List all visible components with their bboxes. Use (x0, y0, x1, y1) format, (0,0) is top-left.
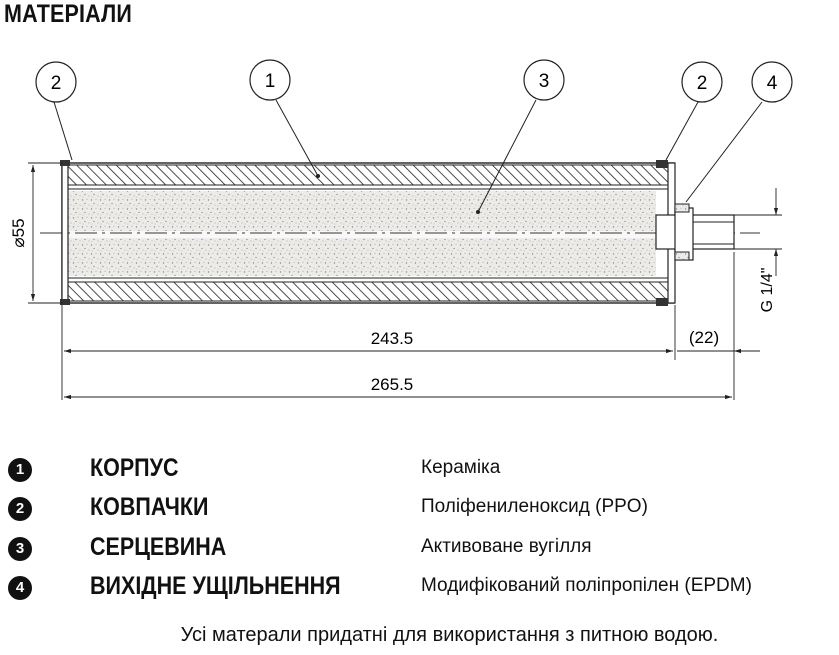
dim-outlet-label: (22) (689, 328, 719, 347)
legend-part-name: СЕРЦЕВИНА (90, 533, 227, 561)
technical-drawing: ⌀55 G 1/4" 243.5 (22) 265.5 (9, 59, 793, 400)
callout-1: 1 (249, 59, 291, 101)
callout-dots (316, 174, 480, 214)
callout-2-right-label: 2 (697, 73, 708, 94)
legend-number-badge: 2 (8, 497, 32, 521)
legend-part-name: ВИХІДНЕ УЩІЛЬНЕННЯ (90, 572, 341, 600)
legend-material: Кераміка (421, 457, 501, 478)
callout-2-left-label: 2 (51, 73, 62, 94)
callout-3-label: 3 (539, 71, 550, 92)
callout-leaders (53, 99, 763, 213)
legend-row-caps: 2 КОВПАЧКИ Поліфениленоксид (PPO) (0, 489, 839, 529)
legend-row-core: 3 СЕРЦЕВИНА Активоване вугілля (0, 529, 839, 569)
legend-row-seal: 4 ВИХІДНЕ УЩІЛЬНЕННЯ Модифікований поліп… (0, 568, 839, 608)
legend-material: Поліфениленоксид (PPO) (421, 496, 648, 517)
dim-thread: G 1/4" (734, 188, 782, 312)
dim-diameter: ⌀55 (9, 162, 62, 304)
callout-2-left: 2 (35, 61, 77, 103)
legend-material: Активоване вугілля (421, 536, 592, 557)
footer-note: Усі матерали придатні для використання з… (180, 624, 719, 646)
legend-material: Модифікований поліпропілен (EPDM) (421, 575, 752, 596)
callout-1-label: 1 (265, 71, 276, 92)
legend-number-badge: 4 (8, 576, 32, 600)
legend-number-badge: 3 (8, 537, 32, 561)
dim-outer-length: 265.5 (64, 375, 732, 400)
dim-outer-label: 265.5 (371, 375, 414, 394)
legend-number-badge: 1 (8, 458, 32, 482)
callout-4: 4 (751, 61, 793, 103)
outlet-fitting (655, 203, 735, 261)
callout-4-label: 4 (767, 73, 778, 94)
dim-inner-label: 243.5 (371, 329, 414, 348)
legend-part-name: КОРПУС (90, 454, 179, 482)
dim-thread-label: G 1/4" (759, 268, 776, 313)
dim-diameter-label: ⌀55 (9, 218, 28, 247)
dim-inner-length: 243.5 (61, 252, 735, 400)
callout-3: 3 (523, 59, 565, 101)
legend-part-name: КОВПАЧКИ (90, 493, 209, 521)
page-title: МАТЕРІАЛИ (4, 0, 133, 28)
legend-row-body: 1 КОРПУС Кераміка (0, 450, 839, 490)
callout-2-right: 2 (681, 61, 723, 103)
carbon-core (40, 191, 760, 276)
dim-outlet-length: (22) (677, 328, 760, 354)
